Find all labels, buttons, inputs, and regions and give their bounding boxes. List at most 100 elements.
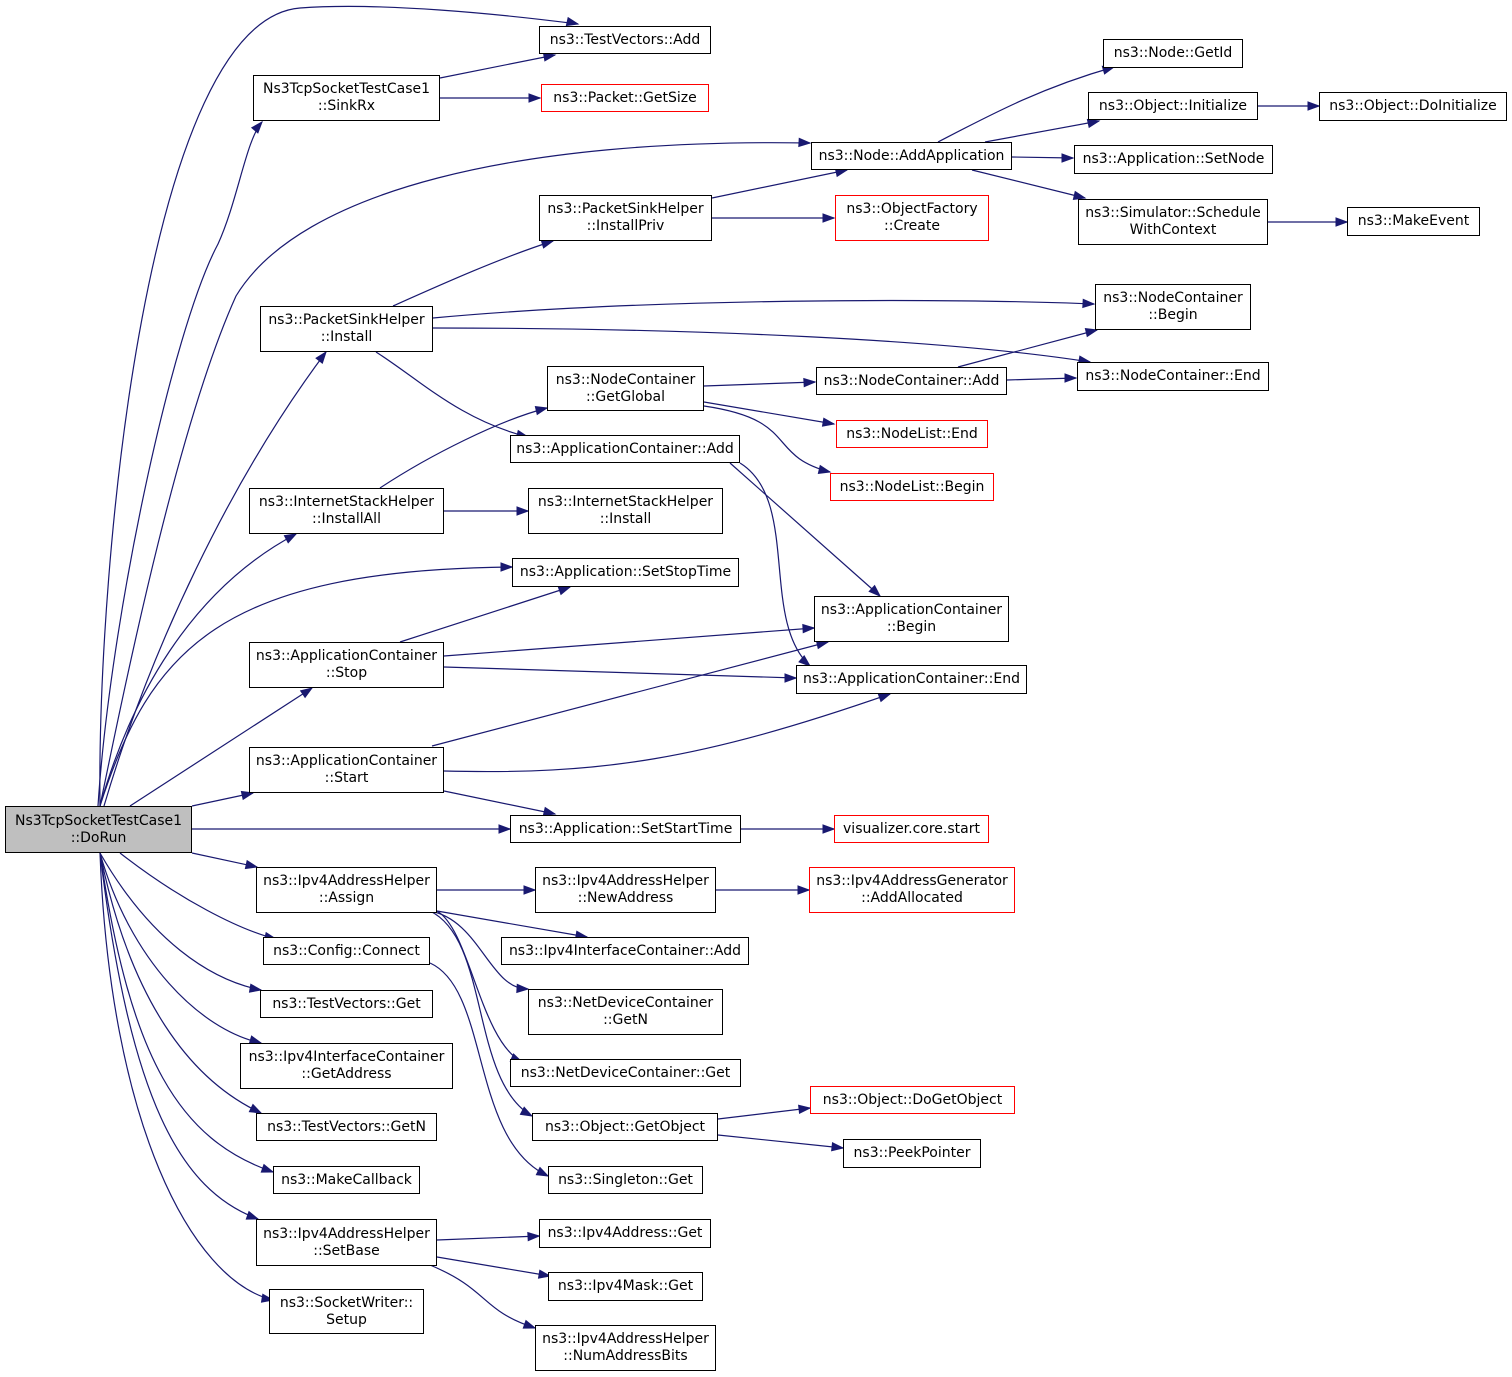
node-nl-begin[interactable]: ns3::NodeList::Begin (830, 473, 994, 501)
call-edge (379, 407, 548, 489)
node-makecallback[interactable]: ns3::MakeCallback (273, 1166, 420, 1194)
node-tv-add[interactable]: ns3::TestVectors::Add (539, 26, 711, 54)
arrowhead (784, 673, 798, 683)
arrowhead (1072, 190, 1087, 200)
call-edge (429, 962, 549, 1177)
node-obj-init[interactable]: ns3::Object::Initialize (1088, 92, 1258, 120)
node-ipv4ah-numbits[interactable]: ns3::Ipv4AddressHelper::NumAddressBits (535, 1325, 716, 1371)
node-nc-getglobal[interactable]: ns3::NodeContainer::GetGlobal (547, 366, 704, 411)
call-edge (129, 687, 313, 807)
arrowhead (822, 213, 836, 223)
arrowhead (315, 350, 327, 364)
arrowhead (797, 885, 811, 895)
node-config-connect[interactable]: ns3::Config::Connect (263, 937, 430, 965)
node-ndc-getn[interactable]: ns3::NetDeviceContainer::GetN (528, 989, 723, 1035)
node-psh-installpriv[interactable]: ns3::PacketSinkHelper::InstallPriv (539, 195, 712, 241)
call-edge (439, 54, 556, 79)
node-ipv4ah-assign[interactable]: ns3::Ipv4AddressHelper::Assign (256, 867, 437, 913)
node-ipv4addr-get[interactable]: ns3::Ipv4Address::Get (539, 1219, 711, 1248)
node-ipv4ic-getaddr[interactable]: ns3::Ipv4InterfaceContainer::GetAddress (240, 1043, 453, 1089)
node-node-getid[interactable]: ns3::Node::GetId (1103, 39, 1243, 68)
arrowhead (822, 824, 836, 834)
node-ipv4ah-setbase[interactable]: ns3::Ipv4AddressHelper::SetBase (256, 1219, 437, 1266)
arrowhead (803, 377, 817, 388)
arrowhead (817, 464, 832, 474)
call-edge (432, 327, 1091, 363)
arrowhead (516, 506, 530, 516)
arrowhead (798, 654, 812, 667)
call-edge (717, 1134, 844, 1149)
call-edge (703, 405, 831, 473)
arrowhead (516, 983, 530, 994)
call-edge (99, 533, 297, 807)
arrowhead (1082, 298, 1096, 309)
node-ish-install[interactable]: ns3::InternetStackHelper::Install (528, 488, 723, 534)
arrowhead (821, 417, 836, 427)
call-edge (429, 910, 529, 990)
arrowhead (1335, 217, 1349, 227)
arrowhead (798, 1104, 812, 1114)
node-obj-getobject[interactable]: ns3::Object::GetObject (532, 1113, 718, 1141)
node-ndc-get[interactable]: ns3::NetDeviceContainer::Get (510, 1059, 741, 1087)
node-tv-getn[interactable]: ns3::TestVectors::GetN (256, 1113, 437, 1141)
arrowhead (522, 1319, 537, 1329)
arrowhead (542, 52, 557, 62)
call-edge (99, 5, 579, 807)
arrowhead (868, 584, 882, 597)
call-edge (99, 852, 262, 1114)
node-nc-begin[interactable]: ns3::NodeContainer::Begin (1095, 284, 1251, 330)
call-edge (429, 1264, 536, 1329)
call-edge (399, 586, 571, 643)
node-nc-add[interactable]: ns3::NodeContainer::Add (816, 367, 1007, 395)
node-psh-install[interactable]: ns3::PacketSinkHelper::Install (260, 306, 433, 352)
node-ipv4ic-add[interactable]: ns3::Ipv4InterfaceContainer::Add (501, 937, 749, 965)
node-tv-get[interactable]: ns3::TestVectors::Get (260, 990, 433, 1018)
node-ipv4ag-addalloc[interactable]: ns3::Ipv4AddressGenerator::AddAllocated (809, 867, 1015, 913)
node-ac-end[interactable]: ns3::ApplicationContainer::End (796, 665, 1027, 694)
node-node-addapp[interactable]: ns3::Node::AddApplication (811, 142, 1012, 170)
node-ish-installall[interactable]: ns3::InternetStackHelper::InstallAll (249, 488, 444, 534)
node-peekpointer[interactable]: ns3::PeekPointer (843, 1139, 981, 1168)
call-edge (443, 790, 556, 815)
node-nl-end[interactable]: ns3::NodeList::End (836, 420, 988, 448)
arrowhead (557, 586, 572, 596)
arrowhead (248, 983, 263, 993)
node-viz-start[interactable]: visualizer.core.start (834, 815, 989, 843)
call-edge (375, 351, 529, 438)
node-obj-dogetobject[interactable]: ns3::Object::DoGetObject (810, 1086, 1015, 1114)
arrowhead (498, 824, 512, 834)
arrowhead (542, 806, 557, 816)
arrowhead (1084, 328, 1099, 338)
node-ipv4ah-newaddr[interactable]: ns3::Ipv4AddressHelper::NewAddress (535, 867, 716, 913)
call-edge (436, 910, 588, 938)
arrowhead (1064, 373, 1078, 383)
node-app-setnode[interactable]: ns3::Application::SetNode (1074, 145, 1273, 174)
call-edge (99, 852, 274, 1173)
node-nc-end[interactable]: ns3::NodeContainer::End (1077, 362, 1269, 391)
node-obj-doinit[interactable]: ns3::Object::DoInitialize (1319, 92, 1507, 121)
node-pkt-getsize[interactable]: ns3::Packet::GetSize (541, 84, 709, 112)
node-dorun: Ns3TcpSocketTestCase1::DoRun (5, 806, 192, 853)
node-ac-begin[interactable]: ns3::ApplicationContainer::Begin (814, 596, 1009, 642)
node-objfactory-create[interactable]: ns3::ObjectFactory::Create (835, 195, 989, 241)
call-edge (443, 693, 891, 773)
call-edge (99, 852, 274, 1301)
node-ac-add[interactable]: ns3::ApplicationContainer::Add (510, 435, 740, 463)
node-ipv4mask-get[interactable]: ns3::Ipv4Mask::Get (548, 1272, 703, 1301)
node-ac-start[interactable]: ns3::ApplicationContainer::Start (249, 747, 444, 793)
node-app-setstoptime[interactable]: ns3::Application::SetStopTime (512, 558, 739, 587)
call-edge (957, 329, 1098, 368)
node-makeevent[interactable]: ns3::MakeEvent (1347, 207, 1480, 236)
node-app-setstarttime[interactable]: ns3::Application::SetStartTime (510, 815, 741, 843)
arrowhead (283, 533, 298, 544)
node-singleton-get[interactable]: ns3::Singleton::Get (548, 1166, 703, 1194)
node-ac-stop[interactable]: ns3::ApplicationContainer::Stop (249, 642, 444, 688)
arrowhead (528, 93, 542, 103)
arrowhead (540, 239, 555, 249)
node-sw-setup[interactable]: ns3::SocketWriter::Setup (269, 1289, 424, 1334)
node-sinkrx[interactable]: Ns3TcpSocketTestCase1::SinkRx (253, 75, 440, 121)
call-edge (99, 852, 262, 991)
arrowhead (523, 885, 537, 895)
call-edge (436, 910, 523, 1063)
